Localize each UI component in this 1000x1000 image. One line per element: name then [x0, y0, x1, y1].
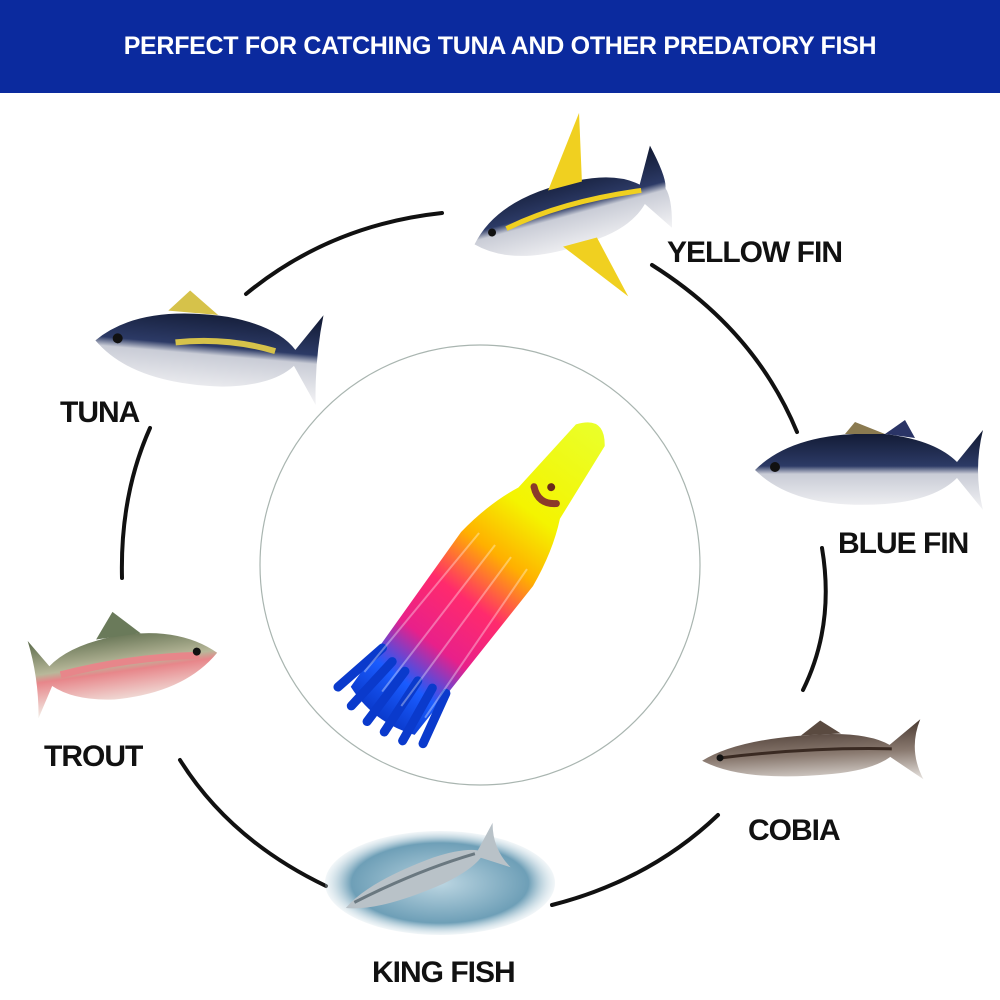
ring-arc-trout-tuna — [119, 426, 152, 580]
label-blue-fin: BLUE FIN — [838, 527, 969, 560]
ring-arc-kingfish-trout — [178, 758, 328, 888]
tuna-icon — [95, 290, 324, 405]
label-cobia: COBIA — [748, 814, 841, 847]
yellowfin-tuna-icon — [474, 112, 672, 297]
ring-arc-bluefin-cobia — [801, 546, 828, 692]
ring-arc-yellowfin-bluefin — [650, 263, 799, 434]
squid-lure-icon — [333, 422, 605, 749]
ring-arc-cobia-kingfish — [550, 813, 720, 907]
kingfish-icon — [325, 822, 555, 935]
label-yellow-fin: YELLOW FIN — [667, 236, 843, 269]
cobia-icon — [702, 719, 924, 780]
trout-icon — [27, 611, 218, 719]
label-trout: TROUT — [44, 740, 143, 773]
label-king-fish: KING FISH — [372, 956, 516, 989]
banner-title: PERFECT FOR CATCHING TUNA AND OTHER PRED… — [123, 32, 877, 60]
center-circle — [259, 344, 701, 786]
label-tuna: TUNA — [60, 396, 140, 429]
bluefin-tuna-icon — [755, 420, 983, 510]
ring-arc-tuna-yellowfin — [244, 211, 444, 296]
cycle-ring — [119, 211, 828, 907]
header-banner: PERFECT FOR CATCHING TUNA AND OTHER PRED… — [0, 0, 1000, 93]
